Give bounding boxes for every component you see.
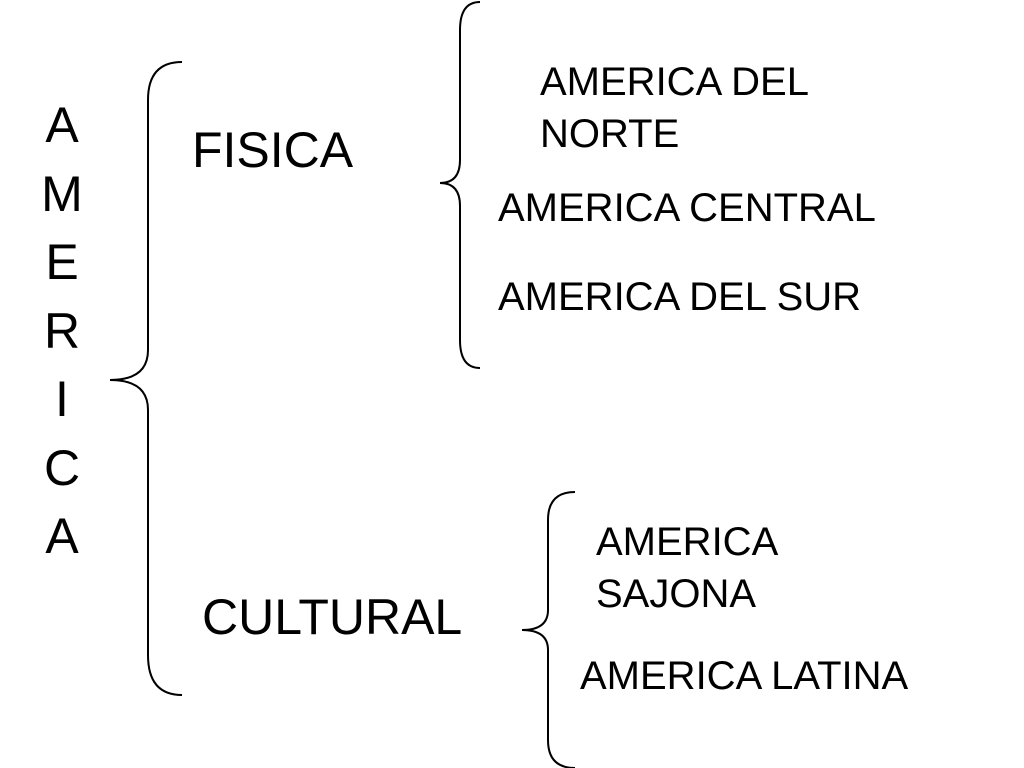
root-letter: M (41, 165, 83, 222)
root-letter: E (45, 234, 79, 290)
item-line: AMERICA (596, 520, 779, 564)
item-america-sajona: AMERICA SAJONA (596, 516, 778, 620)
category-fisica: FISICA (192, 122, 354, 178)
root-brace (109, 61, 183, 696)
root-letter: C (43, 439, 81, 496)
root-letter: R (43, 302, 81, 359)
item-america-del-norte: AMERICA DEL NORTE (540, 56, 809, 160)
item-america-central: AMERICA CENTRAL (498, 186, 876, 230)
item-line: NORTE (540, 112, 680, 156)
root-letter: I (55, 371, 69, 427)
root-letter: A (45, 97, 79, 153)
item-line: AMERICA DEL (540, 60, 809, 104)
category-cultural: CULTURAL (202, 589, 463, 645)
root-letter: A (45, 508, 79, 564)
fisica-brace (439, 1, 481, 369)
item-america-del-sur: AMERICA DEL SUR (498, 275, 862, 319)
item-america-latina: AMERICA LATINA (580, 654, 909, 698)
item-line: SAJONA (596, 572, 757, 616)
root-title-vertical: A M E R I C A (36, 91, 88, 571)
cultural-brace (521, 491, 576, 768)
